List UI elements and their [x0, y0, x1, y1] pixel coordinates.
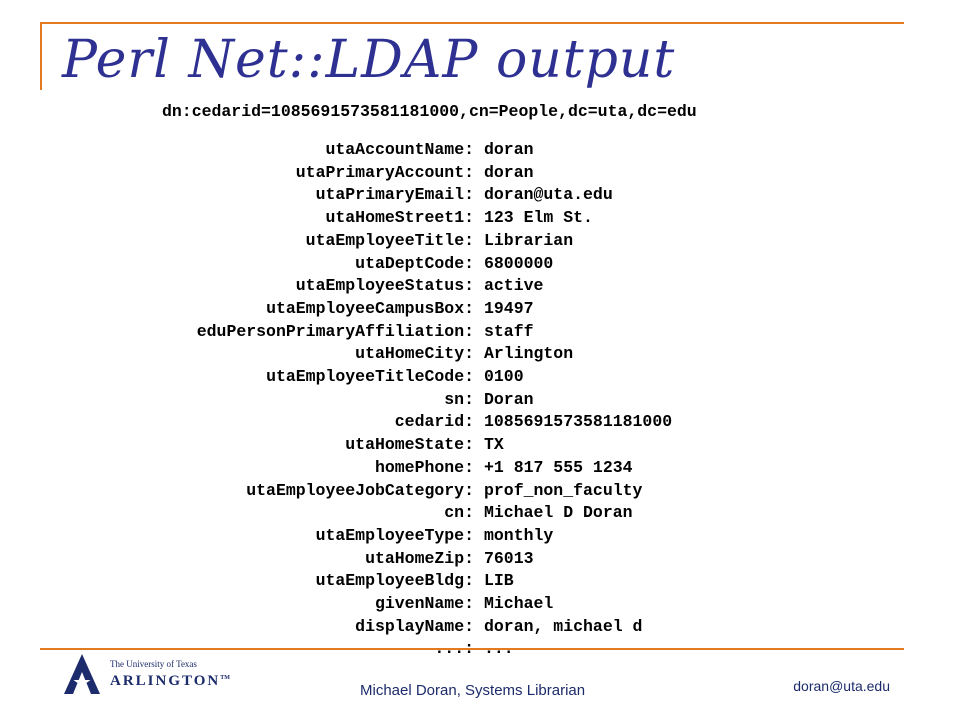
- ldap-attribute-row: utaPrimaryAccount: doran: [120, 162, 672, 185]
- ldap-attribute-value: Librarian: [484, 230, 574, 250]
- uta-logo-text: The University of Texas ARLINGTONTM: [110, 659, 230, 690]
- logo-university-line: The University of Texas: [110, 658, 197, 669]
- ldap-attribute-name: homePhone:: [374, 457, 474, 477]
- ldap-attribute-name: cedarid:: [394, 412, 474, 432]
- ldap-attribute-name: cn:: [444, 503, 474, 523]
- footer-presenter: Michael Doran, Systems Librarian: [360, 682, 586, 699]
- ldap-attribute-row: givenName: Michael: [120, 593, 672, 616]
- logo-arlington-line: ARLINGTONTM: [110, 670, 230, 690]
- ldap-attribute-value: 6800000: [484, 253, 554, 273]
- ldap-attribute-name: utaHomeState:: [345, 435, 474, 455]
- ldap-attribute-value: 123 Elm St.: [484, 208, 593, 228]
- ldap-attribute-row: utaDeptCode: 6800000: [120, 253, 672, 276]
- ldap-attribute-row: utaEmployeeTitle: Librarian: [120, 230, 672, 253]
- ldap-attribute-value: doran: [484, 162, 534, 182]
- frame-top-line: [40, 22, 904, 24]
- ldap-attribute-value: doran, michael d: [484, 616, 643, 636]
- ldap-attribute-name: utaAccountName:: [325, 140, 474, 159]
- ldap-attribute-name: utaEmployeeBldg:: [315, 571, 474, 591]
- ldap-attribute-name: sn:: [444, 389, 474, 409]
- ldap-attribute-value: Michael: [484, 594, 554, 614]
- ldap-attribute-value: 19497: [484, 298, 534, 318]
- ldap-attribute-value: doran: [484, 140, 534, 159]
- ldap-attribute-value: 76013: [484, 548, 534, 568]
- ldap-attribute-name: eduPersonPrimaryAffiliation:: [196, 321, 474, 341]
- ldap-attribute-value: 1085691573581181000: [484, 412, 673, 432]
- ldap-attribute-list: utaAccountName: doran utaPrimaryAccount: do…: [120, 139, 672, 661]
- ldap-attribute-row: utaHomeState: TX: [120, 434, 672, 457]
- footer-email: doran@uta.edu: [793, 678, 890, 694]
- ldap-attribute-name: utaHomeZip:: [365, 548, 474, 568]
- ldap-attribute-name: utaPrimaryAccount:: [295, 162, 474, 182]
- uta-star-a-icon: [64, 654, 100, 694]
- ldap-attribute-row: utaEmployeeTitleCode: 0100: [120, 366, 672, 389]
- ldap-attribute-row: utaPrimaryEmail: doran@uta.edu: [120, 184, 672, 207]
- ldap-attribute-name: utaEmployeeTitle:: [305, 230, 474, 250]
- ldap-attribute-value: Doran: [484, 389, 534, 409]
- ldap-attribute-row: homePhone: +1 817 555 1234: [120, 457, 672, 480]
- ldap-attribute-value: Michael D Doran: [484, 503, 633, 523]
- ldap-attribute-row: utaHomeStreet1: 123 Elm St.: [120, 207, 672, 230]
- ldap-attribute-name: utaEmployeeJobCategory:: [246, 480, 474, 500]
- ldap-attribute-row: utaEmployeeType: monthly: [120, 525, 672, 548]
- ldap-attribute-name: utaEmployeeStatus:: [295, 276, 474, 296]
- ldap-attribute-value: active: [484, 276, 544, 296]
- ldap-attribute-name: utaDeptCode:: [355, 253, 474, 273]
- ldap-attribute-row: utaEmployeeJobCategory: prof_non_faculty: [120, 480, 672, 503]
- ldap-attribute-value: +1 817 555 1234: [484, 457, 633, 477]
- ldap-attribute-name: utaEmployeeTitleCode:: [266, 367, 474, 387]
- frame-left-line: [40, 22, 42, 90]
- slide-title: Perl Net::LDAP output: [62, 30, 676, 90]
- frame-bottom-line: [40, 648, 904, 650]
- ldap-attribute-value: doran@uta.edu: [484, 185, 613, 205]
- ldap-attribute-row: utaEmployeeCampusBox: 19497: [120, 298, 672, 321]
- ldap-attribute-value: prof_non_faculty: [484, 480, 643, 500]
- ldap-attribute-row: eduPersonPrimaryAffiliation: staff: [120, 321, 672, 344]
- ldap-attribute-name: utaHomeCity:: [355, 344, 474, 364]
- ldap-attribute-value: LIB: [484, 571, 514, 591]
- ldap-attribute-row: utaHomeZip: 76013: [120, 548, 672, 571]
- logo-trademark: TM: [220, 674, 230, 681]
- ldap-attribute-row: utaEmployeeBldg: LIB: [120, 570, 672, 593]
- ldap-attribute-value: Arlington: [484, 344, 574, 364]
- ldap-attribute-name: utaEmployeeCampusBox:: [266, 298, 474, 318]
- ldap-attribute-name: givenName:: [374, 594, 474, 614]
- ldap-attribute-row: utaAccountName: doran: [120, 139, 672, 162]
- ldap-attribute-value: staff: [484, 321, 534, 341]
- uta-logo: The University of Texas ARLINGTONTM: [60, 652, 230, 696]
- ldap-attribute-row: utaEmployeeStatus: active: [120, 275, 672, 298]
- logo-arlington-word: ARLINGTON: [110, 672, 221, 689]
- ldap-attribute-name: utaPrimaryEmail:: [315, 185, 474, 205]
- ldap-attribute-row: utaHomeCity: Arlington: [120, 343, 672, 366]
- ldap-attribute-name: utaHomeStreet1:: [325, 208, 474, 228]
- ldap-attribute-rows: utaAccountName: doran utaPrimaryAccount: do…: [120, 139, 672, 661]
- ldap-attribute-row: sn: Doran: [120, 389, 672, 412]
- ldap-attribute-row: displayName: doran, michael d: [120, 616, 672, 639]
- ldap-attribute-name: utaEmployeeType:: [315, 525, 474, 545]
- ldap-attribute-value: TX: [484, 435, 504, 455]
- ldap-attribute-name: displayName:: [355, 616, 474, 636]
- ldap-dn: dn:cedarid=1085691573581181000,cn=People…: [162, 102, 697, 121]
- ldap-attribute-value: 0100: [484, 367, 524, 387]
- ldap-attribute-row: cedarid: 1085691573581181000: [120, 411, 672, 434]
- ldap-attribute-row: cn: Michael D Doran: [120, 502, 672, 525]
- ldap-attribute-value: monthly: [484, 525, 554, 545]
